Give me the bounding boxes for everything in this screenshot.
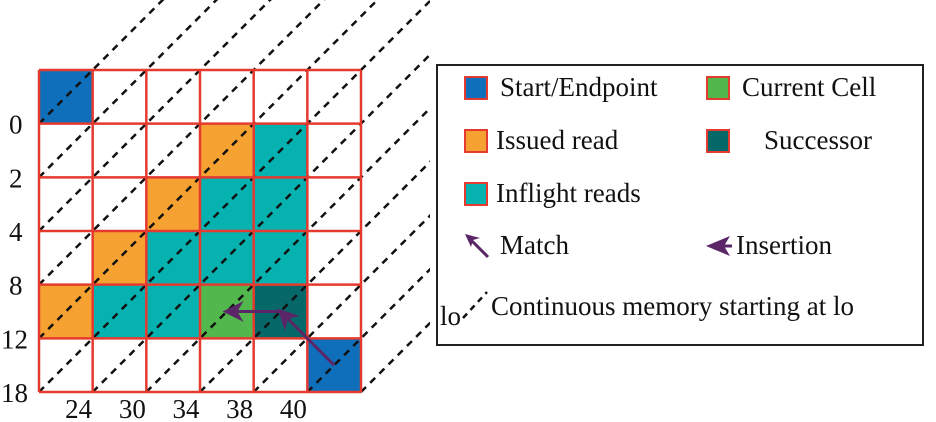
cell-empty: [307, 284, 361, 339]
cell-empty: [146, 338, 200, 392]
cell-empty: [39, 177, 93, 231]
row-label: 12: [1, 324, 28, 354]
legend-label-inflight: Inflight reads: [496, 178, 641, 208]
inflight-swatch: [464, 181, 488, 206]
memory-diagonal-line: [306, 267, 430, 393]
cell-issued: [92, 231, 147, 285]
row-label: 0: [9, 110, 23, 140]
match-arrow: [277, 308, 336, 367]
col-label: 34: [173, 394, 201, 422]
current-swatch: [706, 75, 730, 100]
legend-box: Start/Endpoint Current Cell Issued read …: [436, 64, 924, 346]
cell-empty: [253, 338, 308, 392]
successor-swatch: [706, 128, 730, 153]
row-label: 18: [1, 378, 28, 408]
cell-empty: [92, 338, 147, 392]
memory-diagonal-line: [38, 0, 219, 179]
cell-empty: [146, 70, 200, 124]
memory-diagonal-line: [38, 0, 326, 286]
cell-inflight: [92, 284, 147, 339]
col-label: 30: [119, 394, 146, 422]
col-label: 40: [280, 394, 307, 422]
row-label: 2: [9, 163, 23, 193]
cell-empty: [39, 231, 93, 285]
legend-item-insertion: Insertion: [704, 230, 832, 261]
legend-item-current: Current Cell: [706, 72, 876, 103]
legend-item-match: Match: [462, 230, 569, 261]
memory-diagonal-line: [38, 0, 380, 340]
col-label: 24: [65, 394, 93, 422]
legend-item-inflight: Inflight reads: [464, 178, 641, 209]
memory-diagonal-line: [360, 321, 430, 393]
cell-start: [39, 70, 93, 124]
cell-inflight: [253, 231, 308, 285]
memory-diagonal-line: [38, 0, 165, 125]
dashed-line-icon: [462, 291, 488, 319]
cell-empty: [39, 123, 93, 178]
row-label: 4: [9, 217, 23, 247]
legend-item-memory: lo Continuous memory starting at lo: [440, 288, 854, 331]
memory-diagonal-line: [252, 213, 430, 393]
memory-lo-label: lo: [440, 300, 462, 331]
cell-inflight: [146, 284, 200, 339]
memory-diagonal-line: [38, 0, 272, 232]
cell-empty: [92, 177, 147, 231]
start-swatch: [464, 75, 488, 100]
memory-diagonal-line: [91, 52, 430, 393]
legend-label-memory: Continuous memory starting at lo: [491, 290, 854, 321]
memory-diagonal-line: [199, 160, 430, 393]
match-arrow-icon: [465, 233, 490, 258]
row-label: 8: [9, 271, 23, 301]
legend-label-match: Match: [500, 230, 569, 260]
cell-empty: [92, 70, 147, 124]
legend-item-start: Start/Endpoint: [464, 72, 658, 103]
legend-label-current: Current Cell: [742, 72, 877, 102]
cell-issued: [146, 177, 200, 231]
memory-diagonal-line: [38, 0, 430, 393]
cell-inflight: [146, 231, 200, 285]
legend-label-insertion: Insertion: [736, 230, 832, 260]
issued-swatch: [464, 128, 488, 153]
cell-empty: [307, 231, 361, 285]
cell-empty: [39, 338, 93, 392]
legend-label-start: Start/Endpoint: [500, 72, 658, 102]
legend-item-issued: Issued read: [464, 125, 618, 156]
memory-diagonal-line: [145, 106, 430, 393]
cell-issued: [39, 284, 93, 339]
insertion-arrow-icon: [706, 235, 732, 256]
cell-inflight: [200, 231, 254, 285]
legend-label-successor: Successor: [764, 125, 872, 155]
cell-empty: [146, 123, 200, 178]
col-label: 38: [226, 394, 253, 422]
cell-empty: [92, 123, 147, 178]
legend-item-successor: Successor: [706, 125, 872, 156]
legend-label-issued: Issued read: [496, 125, 619, 155]
cell-empty: [200, 338, 254, 392]
